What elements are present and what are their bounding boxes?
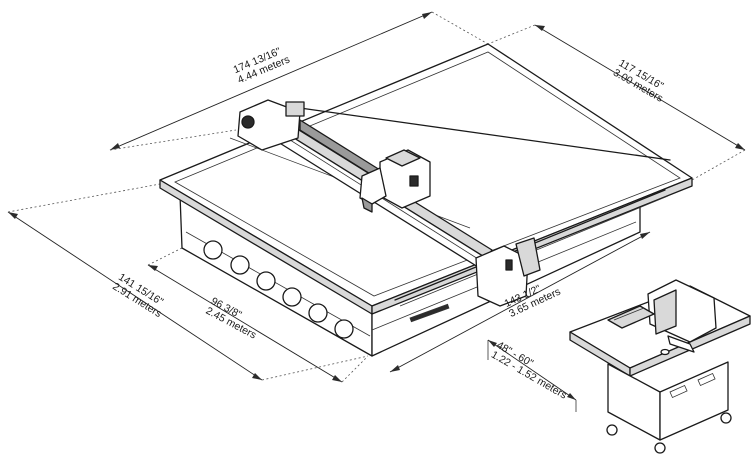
arrow-head xyxy=(535,25,545,31)
arrow-head xyxy=(488,340,497,347)
tool-head-cap xyxy=(385,149,421,167)
mouse xyxy=(660,348,670,356)
vent-hole xyxy=(308,303,328,323)
extension-line xyxy=(109,129,237,151)
arrow-head xyxy=(735,143,745,150)
arrow-head xyxy=(148,265,158,271)
extension-line xyxy=(487,24,536,45)
arrow-head xyxy=(332,375,342,382)
right-carriage-housing xyxy=(515,237,541,277)
arrow-head xyxy=(8,212,18,219)
caster xyxy=(720,412,732,424)
gantry xyxy=(237,99,541,307)
dim-line-workstation-gap xyxy=(487,339,577,401)
extension-line xyxy=(341,357,367,383)
extension-line xyxy=(691,149,746,181)
extension-line xyxy=(261,355,369,381)
workstation xyxy=(569,279,751,454)
monitor-screen xyxy=(653,289,677,335)
desk-cabinet-side xyxy=(659,361,729,441)
arrow-head xyxy=(252,373,262,380)
vent-hole xyxy=(256,271,276,291)
dim-line-table-length xyxy=(389,231,651,373)
dim-line-overall-length xyxy=(109,11,433,151)
cabinet-drawer xyxy=(669,384,688,399)
right-carriage xyxy=(475,245,529,307)
dim-line-table-depth xyxy=(7,211,263,381)
left-carriage xyxy=(237,99,301,151)
vent-hole xyxy=(230,255,250,275)
extension-line xyxy=(7,183,161,213)
keyboard-keys xyxy=(613,307,645,321)
vent-hole xyxy=(334,319,354,339)
right-carriage-motor xyxy=(505,259,513,271)
monitor-stand xyxy=(667,335,695,353)
back-rail xyxy=(299,107,671,161)
left-carriage-housing xyxy=(285,101,305,117)
dim-line-overall-width xyxy=(534,24,746,151)
tool-head-bracket xyxy=(359,167,387,205)
vent-holes xyxy=(203,240,354,339)
caster xyxy=(606,424,618,436)
vent-hole xyxy=(282,287,302,307)
dimension-lines xyxy=(7,11,746,412)
cabinet-drawer xyxy=(697,372,716,387)
extension-line xyxy=(147,245,187,266)
arrow-head xyxy=(567,393,576,400)
brand-plate xyxy=(409,303,450,323)
arrow-head xyxy=(422,12,432,19)
caster xyxy=(654,442,666,454)
vent-hole xyxy=(203,240,223,260)
tool-head-module xyxy=(409,175,419,187)
arrow-head xyxy=(110,143,120,150)
tool-head-blade xyxy=(361,197,373,213)
left-carriage-motor xyxy=(241,115,255,129)
extension-line xyxy=(431,11,489,45)
dim-line-inner-width xyxy=(147,264,343,383)
keyboard xyxy=(607,305,655,329)
arrow-head xyxy=(390,365,400,372)
arrow-head xyxy=(640,232,650,239)
